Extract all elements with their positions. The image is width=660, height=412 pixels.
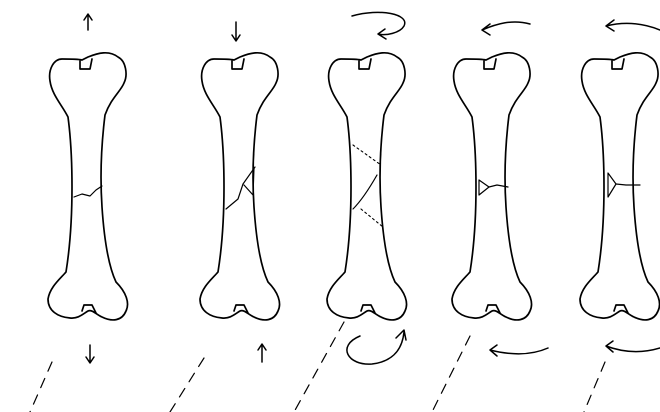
bone-panel-torsion [294,12,407,412]
bone-panel-bending [432,22,548,412]
counterclockwise-rotate-arrow-icon [347,330,406,364]
leader-line [30,362,52,412]
left-curved-arrow-icon [490,345,548,356]
bone-outline [327,53,407,320]
butterfly-fragment [608,173,616,197]
clockwise-rotate-arrow-icon [352,12,405,39]
transverse-fracture-line [616,184,640,185]
leader-line [294,322,344,412]
leader-line [584,362,605,412]
bone-panel-bending-variant [580,20,660,412]
down-arrow-icon [232,22,240,41]
spiral-fracture-hidden-line [361,209,383,227]
left-curved-arrow-icon [482,22,530,35]
spiral-fracture-hidden-line [353,145,381,165]
left-curved-arrow-icon [606,20,660,31]
leader-line [432,336,470,412]
leader-line [170,358,204,412]
up-arrow-icon [84,14,92,30]
spiral-fracture-line [353,175,377,209]
bone-panel-tension [30,14,128,412]
oblique-fracture-line [226,167,255,209]
down-arrow-icon [86,345,94,363]
butterfly-fragment [479,180,489,195]
bone-outline [48,53,128,320]
up-arrow-icon [258,344,266,362]
transverse-fracture-line [74,186,102,197]
bone-panel-compression [170,22,280,412]
bone-outline [200,53,280,320]
bone-outline [580,53,660,320]
left-curved-arrow-icon [606,341,660,352]
